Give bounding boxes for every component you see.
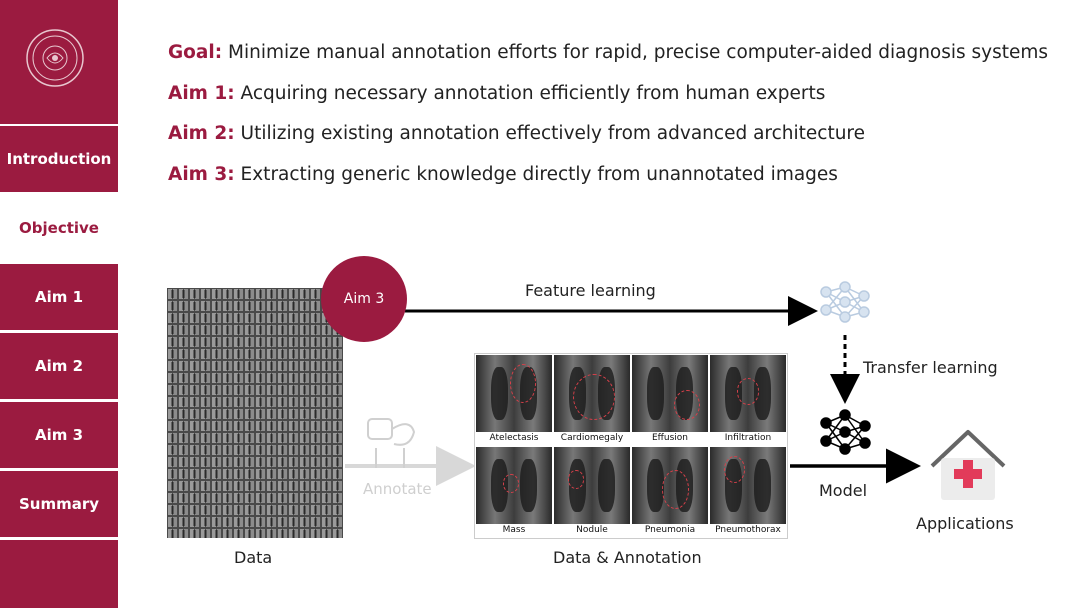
xray-caption: Pneumothorax [710,524,786,537]
transfer-learning-label: Transfer learning [863,358,998,377]
roi-marker [736,378,760,406]
pretrained-network-icon [820,281,870,323]
hospital-icon [930,430,1006,500]
roi-marker [673,389,701,421]
xray-caption: Atelectasis [476,432,552,445]
xray-image [710,447,786,524]
logo-panel [0,0,118,124]
aim2-key: Aim 2: [168,123,235,144]
xray-image [476,447,552,524]
goal-line: Goal: Minimize manual annotation efforts… [168,42,1048,63]
annotated-xray-grid: Atelectasis Cardiomegaly Effusion Infilt… [474,353,788,539]
xray-caption: Infiltration [710,432,786,445]
xray-caption: Pneumonia [632,524,708,537]
unannotated-data-mosaic [167,288,343,538]
sidebar-item-aim-1[interactable]: Aim 1 [0,264,118,330]
sidebar-item-aim-2[interactable]: Aim 2 [0,333,118,399]
data-label: Data [234,548,273,567]
roi-marker [510,364,537,403]
xray-image [632,447,708,524]
xray-caption: Mass [476,524,552,537]
xray-pneumonia: Pneumonia [632,447,708,537]
roi-marker [573,374,615,421]
sidebar-item-objective[interactable]: Objective [0,195,118,261]
annotator-icon [367,418,416,468]
xray-caption: Effusion [632,432,708,445]
sidebar-footer [0,540,118,608]
aim3-text: Extracting generic knowledge directly fr… [240,164,838,185]
aim1-key: Aim 1: [168,83,235,104]
xray-nodule: Nodule [554,447,630,537]
xray-caption: Nodule [554,524,630,537]
xray-image [554,447,630,524]
xray-caption: Cardiomegaly [554,432,630,445]
xray-image [632,355,708,432]
xray-image [710,355,786,432]
university-seal-icon [26,29,84,87]
aim1-text: Acquiring necessary annotation efficient… [240,83,826,104]
xray-image [554,355,630,432]
xray-image [476,355,552,432]
xray-mass: Mass [476,447,552,537]
sidebar-item-aim-3[interactable]: Aim 3 [0,402,118,468]
aim2-text: Utilizing existing annotation effectivel… [240,123,866,144]
goal-text: Minimize manual annotation efforts for r… [228,42,1049,63]
roi-marker [662,470,689,509]
aim3-key: Aim 3: [168,164,235,185]
model-label: Model [819,481,868,500]
annotate-label: Annotate [363,480,432,498]
applications-label: Applications [916,514,1014,533]
xray-pneumothorax: Pneumothorax [710,447,786,537]
sidebar: Introduction Objective Aim 1 Aim 2 Aim 3… [0,0,118,608]
model-network-icon [820,409,871,455]
roi-marker [723,456,745,484]
sidebar-item-summary[interactable]: Summary [0,471,118,537]
xray-atelectasis: Atelectasis [476,355,552,445]
xray-cardiomegaly: Cardiomegaly [554,355,630,445]
data-annotation-label: Data & Annotation [553,548,702,567]
roi-marker [502,473,520,494]
roi-marker [567,470,585,490]
mosaic-tiles [167,288,343,538]
feature-learning-label: Feature learning [525,281,656,300]
aim3-line: Aim 3: Extracting generic knowledge dire… [168,164,838,185]
xray-effusion: Effusion [632,355,708,445]
goal-key: Goal: [168,42,223,63]
aim2-line: Aim 2: Utilizing existing annotation eff… [168,123,865,144]
sidebar-item-introduction[interactable]: Introduction [0,126,118,192]
xray-infiltration: Infiltration [710,355,786,445]
aim3-circle: Aim 3 [321,256,407,342]
aim1-line: Aim 1: Acquiring necessary annotation ef… [168,83,825,104]
